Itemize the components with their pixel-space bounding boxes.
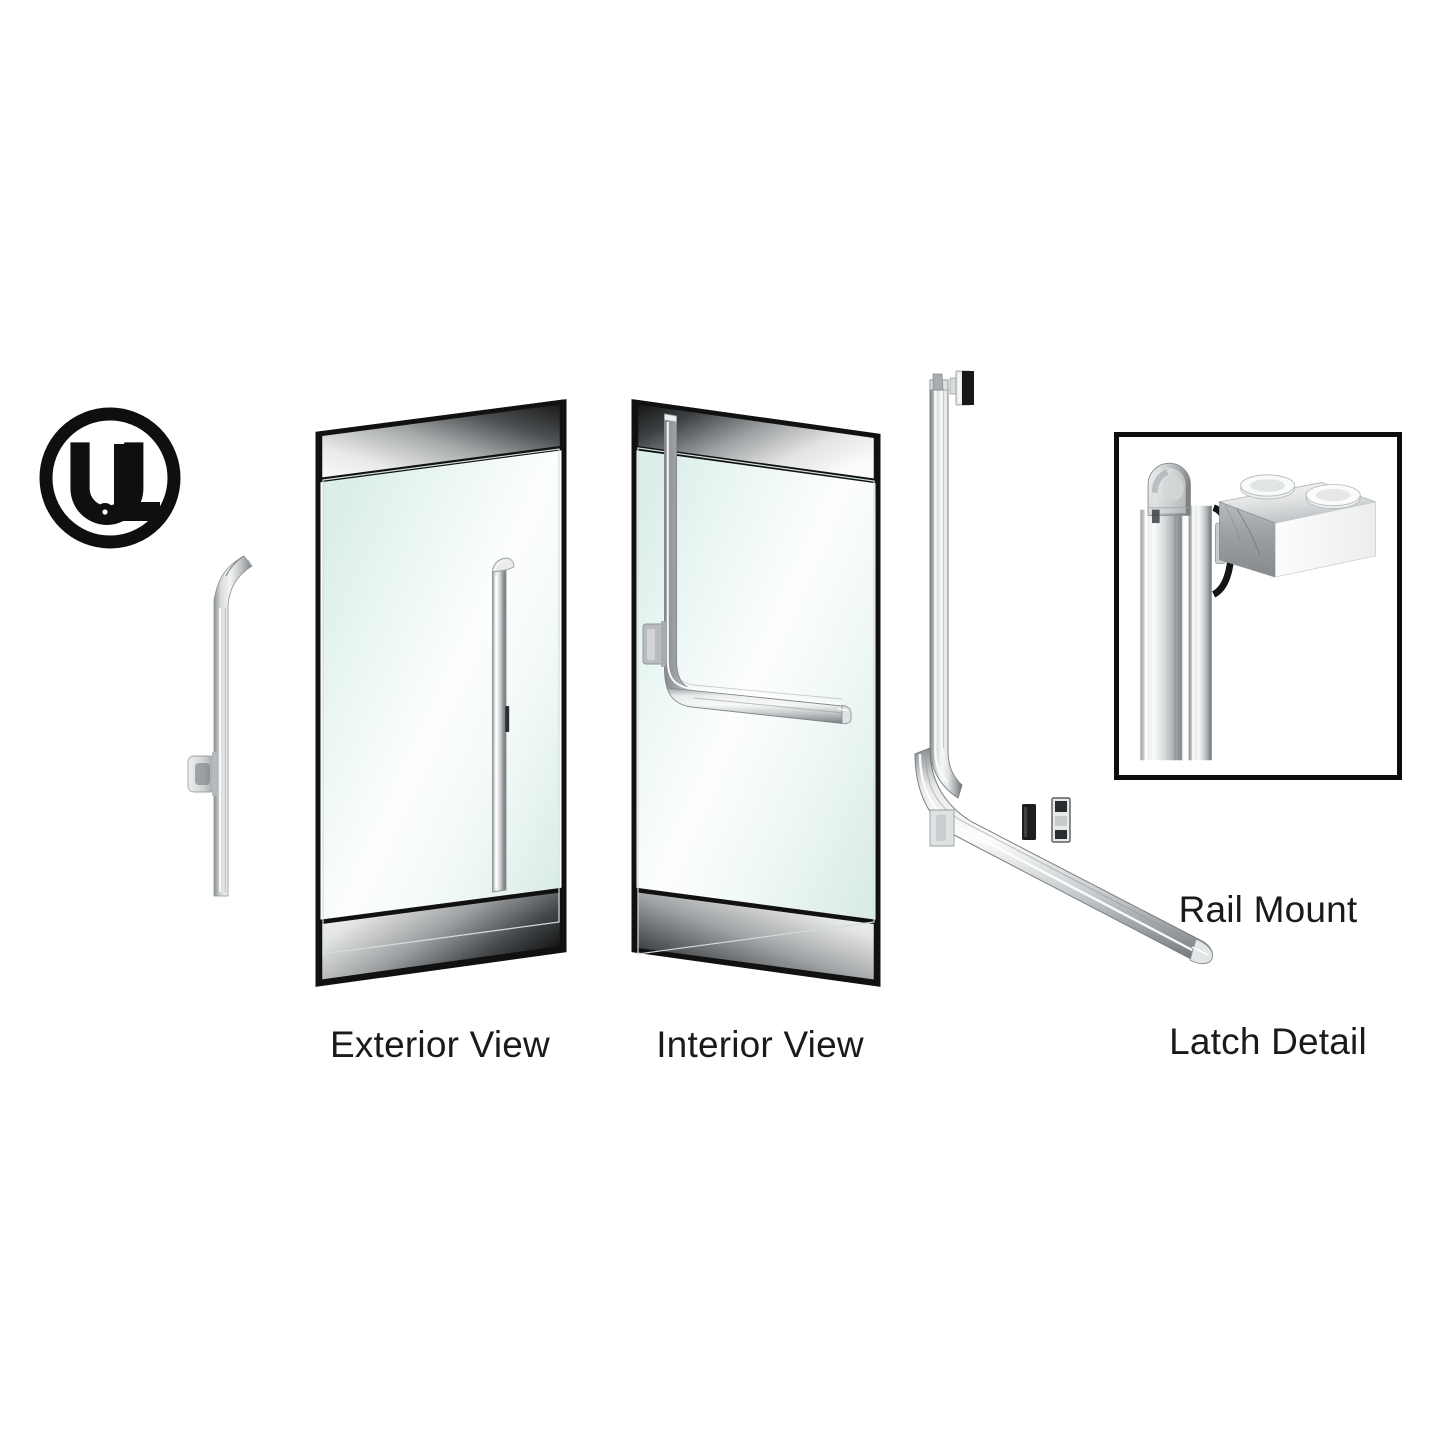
segmented-keeper-art — [1051, 797, 1071, 843]
door-exterior-view — [296, 388, 586, 1014]
interior-panic-bar-art — [642, 413, 852, 725]
top-latch-fitting-art — [929, 370, 974, 406]
mid-mount-bracket-art — [929, 809, 955, 847]
rounded-pivot-cap-art — [1147, 462, 1191, 524]
caption-exterior-view: Exterior View — [330, 1024, 550, 1065]
panic-bar-hardware-assembly — [900, 360, 1240, 1100]
door-interior-view — [616, 388, 906, 1014]
caption-detail-line-1: Rail Mount — [1178, 889, 1358, 930]
panic-rod-side-profile — [168, 548, 288, 928]
caption-rail-mount-latch-detail: Rail Mount Latch Detail — [1108, 800, 1428, 1152]
interior-latch-bracket-art — [642, 621, 667, 667]
black-strike-pad-art — [1022, 804, 1036, 840]
mounting-bosses-art — [1240, 474, 1361, 510]
latch-housing-block-art — [1218, 474, 1378, 578]
exterior-pull-handle-art — [492, 557, 515, 893]
rail-mount-latch-detail-inset — [1114, 432, 1402, 780]
caption-interior-view: Interior View — [656, 1024, 864, 1065]
ul-listed-mark-icon — [36, 404, 184, 552]
caption-detail-line-2: Latch Detail — [1169, 1021, 1367, 1062]
